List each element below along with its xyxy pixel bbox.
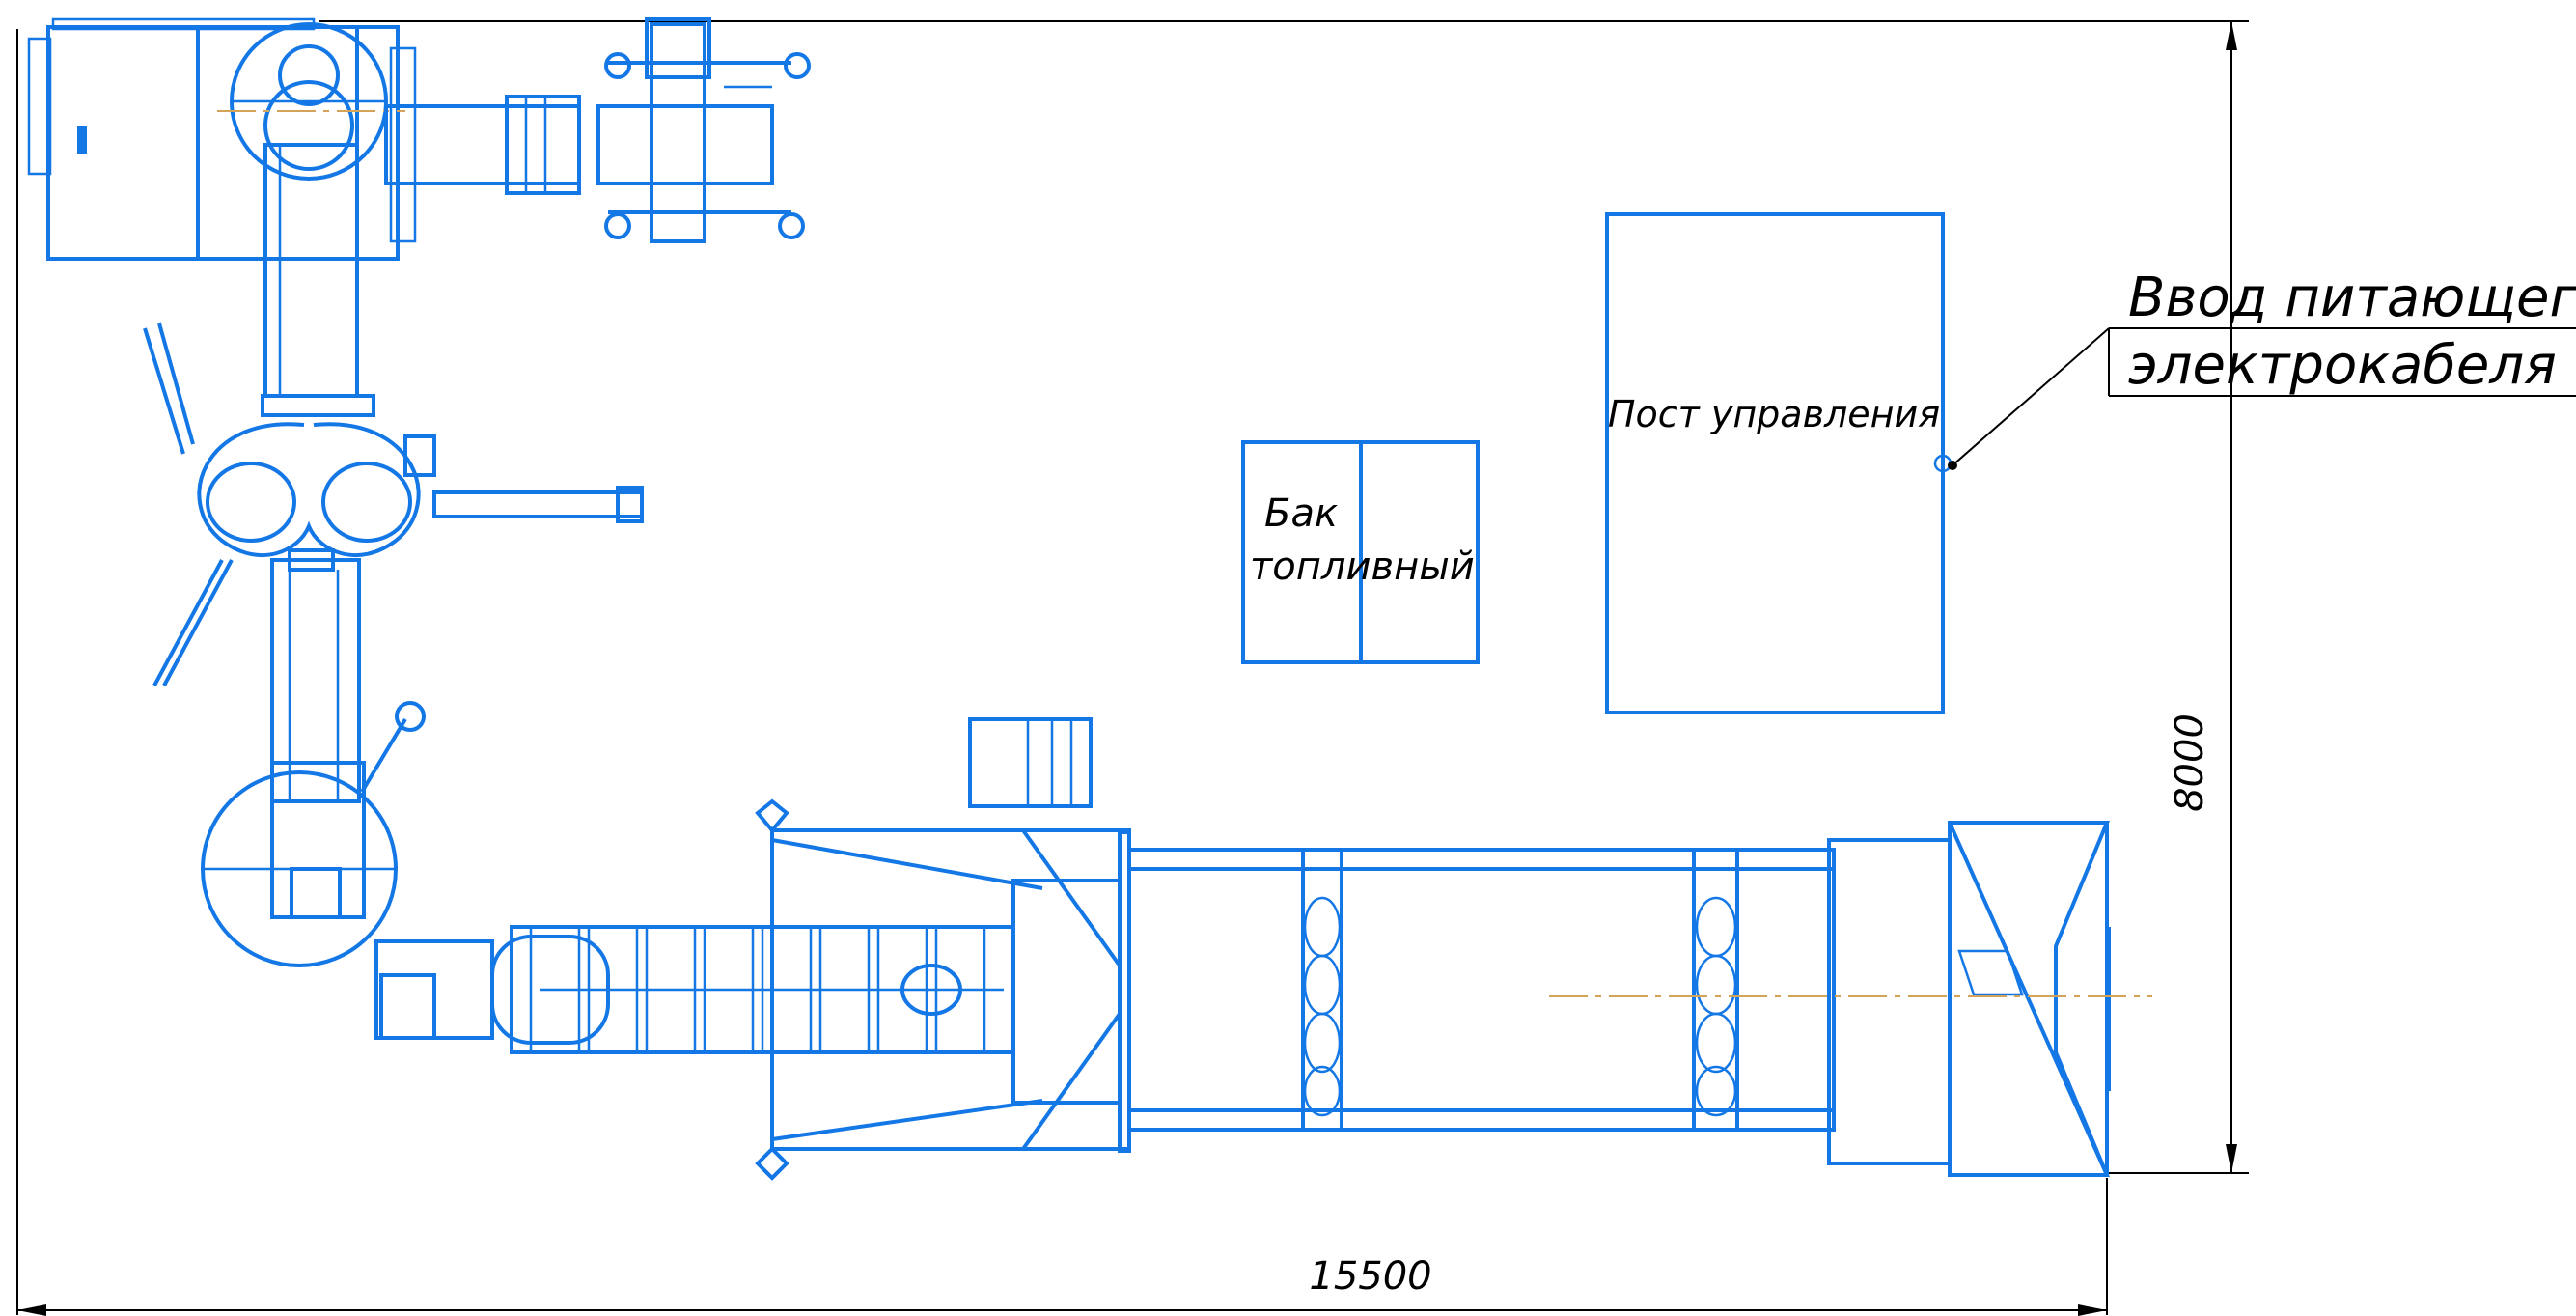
vertical-duct-lower	[270, 548, 426, 803]
width-dimension-label: 8000	[2168, 714, 2212, 812]
bottom-cyclone	[201, 761, 398, 967]
control-post-label: Пост управления	[1608, 393, 1940, 435]
top-fan-unit	[596, 17, 811, 243]
drum-ring-1	[1303, 896, 1342, 1117]
dimension-frame	[16, 20, 2249, 1315]
power-cable-label-line1: Ввод питающего	[2128, 266, 2576, 329]
drying-drum	[1127, 848, 1836, 1132]
discharge-chamber	[1827, 821, 2111, 1177]
top-duct	[384, 95, 581, 195]
fuel-tank-label-line2: топливный	[1250, 545, 1475, 589]
inlet-duct	[374, 939, 494, 1040]
drum-ring-2	[1695, 896, 1737, 1117]
length-dimension: 15500	[17, 1254, 2107, 1316]
furnace	[755, 717, 1131, 1181]
vertical-duct-upper	[261, 143, 375, 417]
width-dimension: 8000	[2168, 21, 2237, 1173]
fuel-tank: Бак топливный	[1241, 440, 1480, 664]
control-post: Пост управления	[1605, 212, 1953, 714]
fuel-tank-label-line1: Бак	[1264, 491, 1338, 536]
pre-chamber	[490, 925, 1015, 1054]
power-cable-label-line2: электрокабеля	[2128, 334, 2557, 397]
length-dimension-label: 15500	[1309, 1254, 1431, 1299]
double-cyclone	[143, 322, 644, 686]
top-cyclone	[217, 22, 405, 181]
power-cable-callout: Ввод питающего электрокабеля	[1948, 266, 2576, 470]
